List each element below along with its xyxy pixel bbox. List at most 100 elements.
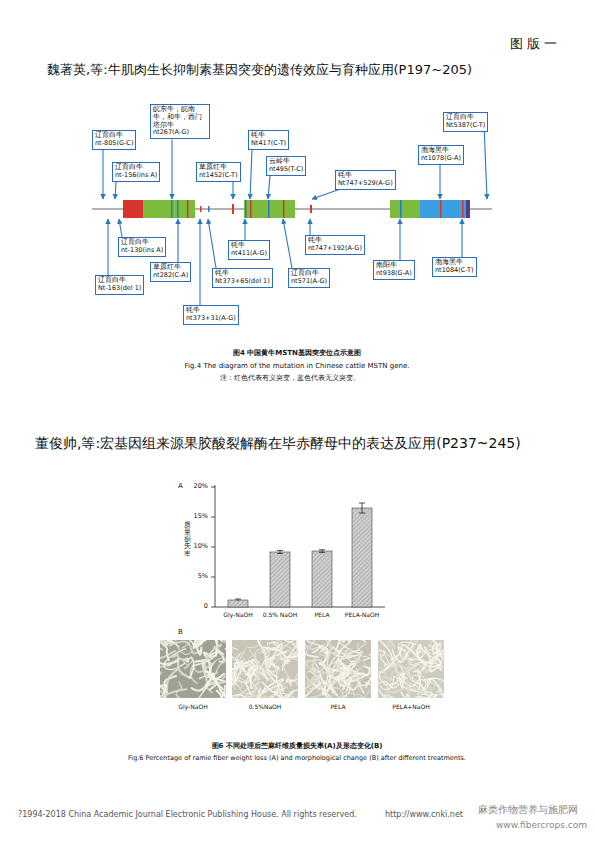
mutation-site: nt282(C-A) bbox=[153, 272, 188, 280]
callout-box: 草原红牛nt1452(C-T) bbox=[196, 162, 241, 182]
watermark: 麻类作物营养与施肥网 bbox=[478, 804, 578, 816]
fiber-strand bbox=[232, 665, 239, 681]
leader-arrow bbox=[244, 219, 245, 240]
fiber-strand bbox=[381, 667, 394, 679]
exon-block bbox=[390, 200, 420, 218]
fiber-strand bbox=[239, 689, 273, 697]
breed-name: 辽育白牛 bbox=[98, 277, 141, 285]
callout-box: 辽育白牛Nt5387(C-T) bbox=[443, 112, 488, 132]
fiber-strand bbox=[319, 649, 328, 672]
fiber-strand bbox=[333, 678, 348, 689]
fiber-strand bbox=[296, 674, 298, 698]
bar bbox=[228, 600, 248, 607]
fiber-strand bbox=[392, 645, 413, 663]
callout-box: 皖东牛，皖南牛，和牛，西门塔尔牛nt267(A-G) bbox=[150, 104, 210, 139]
fiber-strand bbox=[263, 648, 281, 653]
mutation-mark bbox=[171, 200, 173, 218]
breed-name: 牦牛 bbox=[251, 132, 286, 140]
mutation-site: Nt417(C-T) bbox=[251, 140, 286, 148]
utr-block bbox=[466, 200, 470, 218]
fiber-strand bbox=[366, 683, 371, 698]
fiber-strand bbox=[205, 671, 226, 698]
fiber-strand bbox=[413, 671, 431, 689]
leader-arrow bbox=[250, 150, 252, 199]
copyright-note: ?1994-2018 China Academic Journal Electr… bbox=[18, 810, 357, 820]
fiber-strand bbox=[431, 691, 444, 698]
breed-name: 草原红牛 bbox=[199, 164, 238, 172]
mutation-site: nt-156(ins A) bbox=[115, 172, 157, 180]
error-bar bbox=[235, 503, 365, 601]
category-label: 0.5% NaOH bbox=[263, 611, 298, 618]
callout-box: 辽育白牛Nt-163(del 1) bbox=[95, 275, 144, 295]
breed-name: 牦牛 bbox=[308, 237, 362, 245]
tick bbox=[211, 487, 215, 488]
fiber-strand bbox=[411, 640, 427, 641]
callout-box: 牦牛nt747+192(A-G) bbox=[305, 235, 365, 255]
leader-arrow bbox=[283, 219, 292, 268]
category-label: Gly-NaOH bbox=[223, 611, 252, 618]
exon-block bbox=[143, 200, 195, 218]
fiber-strand bbox=[209, 652, 224, 662]
callout-box: 南阳牛nt938(G-A) bbox=[373, 260, 415, 280]
tick bbox=[211, 517, 215, 518]
fiber-strand bbox=[175, 697, 184, 698]
callout-box: 辽育白牛nt-130(ins A) bbox=[118, 237, 166, 257]
breed-name: 牦牛 bbox=[338, 172, 393, 180]
panel-letter: B bbox=[178, 628, 183, 636]
fiber-strand bbox=[305, 645, 318, 656]
fiber-strand bbox=[439, 681, 444, 694]
breed-name: 云岭牛 bbox=[269, 158, 303, 166]
url-note: http://www.cnki.net bbox=[385, 810, 463, 820]
panel-letter: A bbox=[178, 482, 183, 490]
mutation-mark bbox=[208, 206, 210, 212]
breed-name: 牦牛 bbox=[215, 270, 270, 278]
mutation-site: Nt373+65(del 1) bbox=[215, 278, 270, 286]
axis-title: 质量损失率 bbox=[184, 522, 191, 558]
fiber-photos bbox=[127, 608, 461, 726]
fiber-strand bbox=[307, 669, 322, 689]
breed-name: 牦牛 bbox=[186, 307, 236, 315]
article-heading: 魏著英,等:牛肌肉生长抑制素基因突变的遗传效应与育种应用(P197~205) bbox=[47, 62, 472, 78]
photo-label: Gly-NaOH bbox=[178, 703, 207, 710]
fiber-strand bbox=[338, 665, 355, 678]
callout-box: 牦牛Nt747+529(A-G) bbox=[335, 170, 396, 190]
leader-arrow bbox=[268, 176, 270, 199]
fiber-strand bbox=[356, 661, 371, 683]
figure-caption: 图6 不同处理后苎麻纤维质量损失率(A)及形态变化(B) bbox=[212, 742, 383, 750]
fiber-strand bbox=[378, 648, 385, 656]
fiber-strand bbox=[250, 650, 259, 680]
fiber-strand bbox=[378, 685, 379, 698]
fiber-strand bbox=[283, 640, 298, 667]
leader-arrow bbox=[461, 219, 462, 257]
mutation-mark bbox=[462, 200, 464, 218]
fiber-strand bbox=[262, 682, 282, 692]
breed-name: 辽育白牛 bbox=[115, 164, 157, 172]
fiber-strand bbox=[311, 696, 332, 698]
callout-box: 辽育白牛nt-805(G-C) bbox=[92, 130, 136, 150]
leader-arrow bbox=[199, 219, 200, 305]
fiber-strand bbox=[182, 640, 206, 641]
plate-title: 图 版 一 bbox=[510, 36, 557, 52]
fiber-strand bbox=[378, 640, 394, 647]
fiber-strand bbox=[339, 642, 360, 659]
figure-caption: 图4 中国黄牛MSTN基因突变位点示意图 bbox=[233, 349, 361, 357]
mutation-site: nt747+192(A-G) bbox=[308, 245, 362, 253]
fiber-strand bbox=[398, 642, 415, 658]
fiber-strand bbox=[232, 640, 237, 650]
leader-arrow bbox=[309, 219, 310, 235]
callout-box: 渤海黑牛nt1078(G-A) bbox=[418, 145, 464, 165]
mutation-mark bbox=[177, 200, 179, 218]
tick-label: 0 bbox=[204, 603, 208, 611]
fiber-strand bbox=[220, 690, 226, 698]
fiber-strand bbox=[348, 656, 371, 669]
fiber-strand bbox=[286, 677, 295, 685]
callout-box: 牦牛Nt417(C-T) bbox=[248, 130, 289, 150]
callout-box: 云岭牛nt495(T-C) bbox=[266, 156, 306, 176]
article-heading: 董俊帅,等:宏基因组来源果胶酸裂解酶在毕赤酵母中的表达及应用(P237~245) bbox=[35, 435, 521, 452]
tick-label: 20% bbox=[194, 483, 208, 491]
breed-name: 南阳牛 bbox=[376, 262, 412, 270]
breed-name: 辽育白牛 bbox=[121, 239, 163, 247]
tick-label: 15% bbox=[194, 513, 208, 521]
leader-arrow bbox=[102, 150, 103, 199]
